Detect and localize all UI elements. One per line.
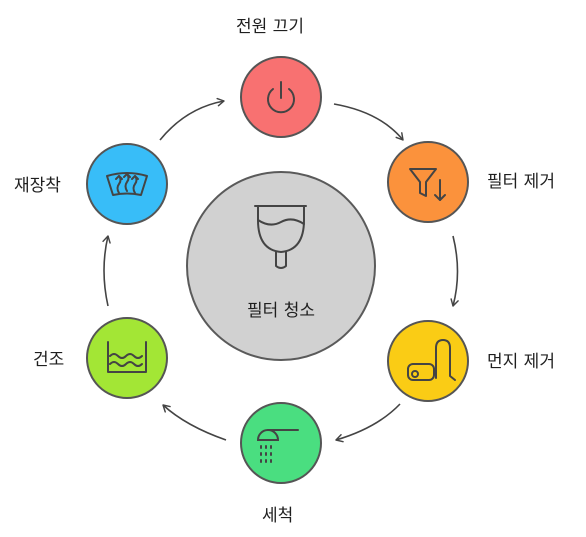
- arrow-reinstall-to-power: [159, 97, 225, 141]
- arrow-dry-to-reinstall: [102, 235, 111, 307]
- step-node-reinstall: [86, 143, 168, 225]
- step-label-dust: 먼지 제거: [487, 352, 555, 372]
- arrow-wash-to-dry: [162, 404, 227, 441]
- filter-funnel-icon: [409, 168, 446, 201]
- windshield-defrost-icon: [106, 172, 148, 196]
- step-node-power: [240, 56, 322, 138]
- step-node-filter: [387, 141, 469, 223]
- step-label-filter: 필터 제거: [487, 172, 555, 192]
- center-label: 필터 청소: [247, 301, 315, 321]
- step-node-dust: [387, 320, 469, 402]
- arrow-filter-to-dust: [450, 235, 459, 307]
- power-icon: [267, 81, 295, 114]
- step-label-power: 전원 끄기: [236, 17, 304, 37]
- center-node: [186, 171, 376, 361]
- arrow-power-to-filter: [333, 103, 404, 141]
- step-label-reinstall: 재장착: [14, 176, 61, 196]
- arrow-dust-to-wash: [335, 403, 401, 443]
- step-node-dry: [86, 317, 168, 399]
- step-label-dry: 건조: [33, 350, 65, 370]
- step-node-wash: [240, 402, 322, 484]
- water-waves-icon: [107, 341, 147, 373]
- menstrual-cup-icon: [254, 205, 307, 269]
- shower-icon: [256, 429, 299, 463]
- vacuum-cleaner-icon: [407, 339, 456, 381]
- step-label-wash: 세척: [262, 506, 294, 526]
